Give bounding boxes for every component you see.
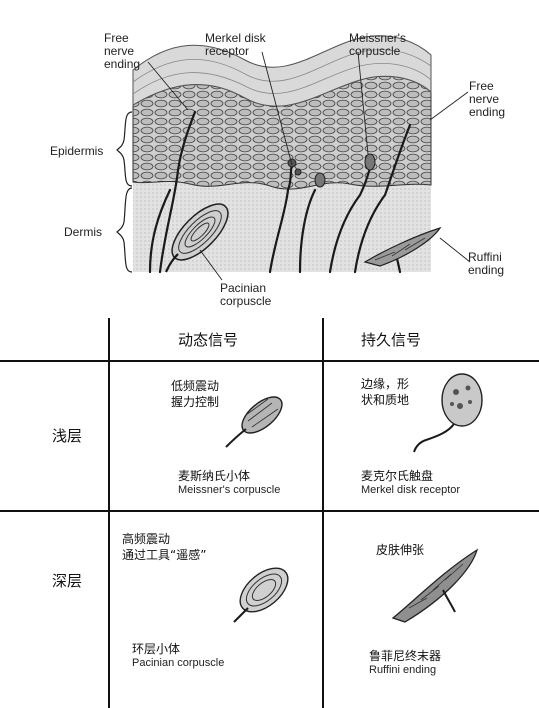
ruffini-function: 皮肤伸张 bbox=[376, 543, 425, 557]
meissner-function: 低频震动 握力控制 bbox=[171, 379, 220, 409]
label-free-nerve-ending-left: Free nerve ending bbox=[104, 31, 141, 71]
merkel-disk-icon bbox=[413, 373, 483, 453]
meissner-corpuscle-icon bbox=[225, 396, 283, 448]
table-divider-h2 bbox=[0, 510, 539, 512]
ruffini-ending-icon bbox=[391, 548, 479, 623]
ruffini-ending-illustration bbox=[363, 226, 442, 267]
pacinian-corpuscle-illustration bbox=[165, 203, 229, 273]
label-free-nerve-ending-right: Free nerve ending bbox=[469, 79, 506, 119]
row-header-shallow: 浅层 bbox=[52, 427, 83, 445]
skin-cross-section-diagram bbox=[116, 35, 471, 281]
pacinian-corpuscle-icon bbox=[233, 567, 289, 623]
label-merkel-disk-receptor: Merkel disk receptor bbox=[205, 31, 266, 58]
meissner-name-cn: 麦斯纳氏小体 bbox=[178, 469, 251, 483]
merkel-function: 边缘，形 状和质地 bbox=[361, 377, 410, 407]
free-nerve-fiber-left bbox=[158, 110, 197, 274]
merkel-disk-illustration bbox=[287, 158, 302, 176]
ruffini-name-en: Ruffini ending bbox=[369, 664, 437, 676]
row-header-deep: 深层 bbox=[52, 572, 83, 590]
pacinian-name-en: Pacinian corpuscle bbox=[132, 657, 225, 669]
col-header-dynamic: 动态信号 bbox=[178, 331, 239, 349]
merkel-name-cn: 麦克尔氏触盘 bbox=[361, 469, 434, 483]
table-divider-v2 bbox=[322, 318, 324, 708]
ruffini-name-cn: 鲁菲尼终末器 bbox=[369, 649, 442, 663]
epidermis-brace bbox=[116, 111, 133, 187]
col-header-persistent: 持久信号 bbox=[361, 331, 422, 349]
meissner-corpuscle-illustration bbox=[364, 153, 376, 171]
merkel-name-en: Merkel disk receptor bbox=[361, 484, 461, 496]
table-divider-v1 bbox=[108, 318, 110, 708]
label-dermis: Dermis bbox=[64, 225, 102, 239]
label-pacinian-corpuscle: Pacinian corpuscle bbox=[220, 281, 272, 308]
label-epidermis: Epidermis bbox=[50, 144, 104, 158]
pacinian-name-cn: 环层小体 bbox=[132, 642, 181, 656]
label-ruffini-ending: Ruffini ending bbox=[468, 250, 505, 277]
label-meissners-corpuscle: Meissner's corpuscle bbox=[349, 31, 406, 58]
pacinian-function: 高频震动 通过工具“遥感” bbox=[122, 532, 207, 562]
dermis-brace bbox=[116, 187, 133, 273]
meissner-name-en: Meissner's corpuscle bbox=[178, 484, 281, 496]
table-divider-h1 bbox=[0, 360, 539, 362]
